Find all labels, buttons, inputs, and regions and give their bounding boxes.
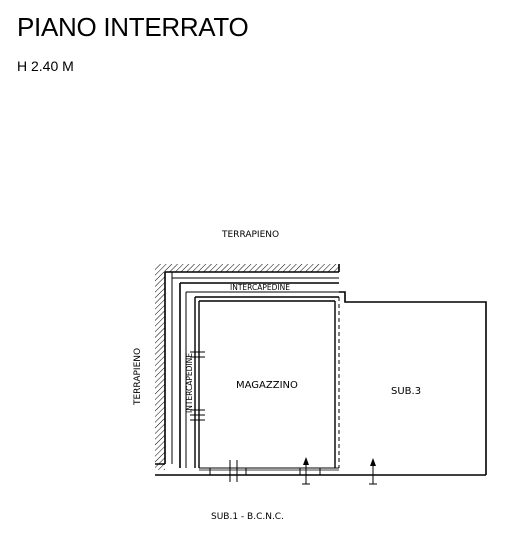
label-terrapieno-top: TERRAPIENO: [221, 230, 279, 240]
entrance-arrow-magazzino: [302, 457, 310, 485]
intercapedine-top-band: [179, 282, 339, 468]
label-terrapieno-left: TERRAPIENO: [133, 348, 143, 406]
bottom-wall: [155, 467, 486, 476]
label-intercapedine-top: INTERCAPEDINE: [230, 283, 290, 292]
ceiling-height-note: H 2.40 M: [17, 58, 74, 74]
label-intercapedine-left: INTERCAPEDINE: [185, 353, 194, 413]
label-magazzino: MAGAZZINO: [236, 380, 298, 391]
page-title: PIANO INTERRATO: [17, 12, 249, 42]
retaining-wall-inner-face: [171, 272, 339, 464]
sub3-outline: [339, 291, 487, 475]
entrance-arrow-sub3: [369, 458, 377, 485]
outer-retaining-wall: [155, 264, 340, 465]
label-sub1: SUB.1 - B.C.N.C.: [211, 512, 284, 522]
door-marker-left: [229, 460, 238, 482]
label-sub3: SUB.3: [391, 386, 421, 397]
wall-openings: [190, 351, 205, 421]
magazzino-walls: [194, 296, 340, 468]
terrapieno-hatch: [155, 264, 339, 470]
